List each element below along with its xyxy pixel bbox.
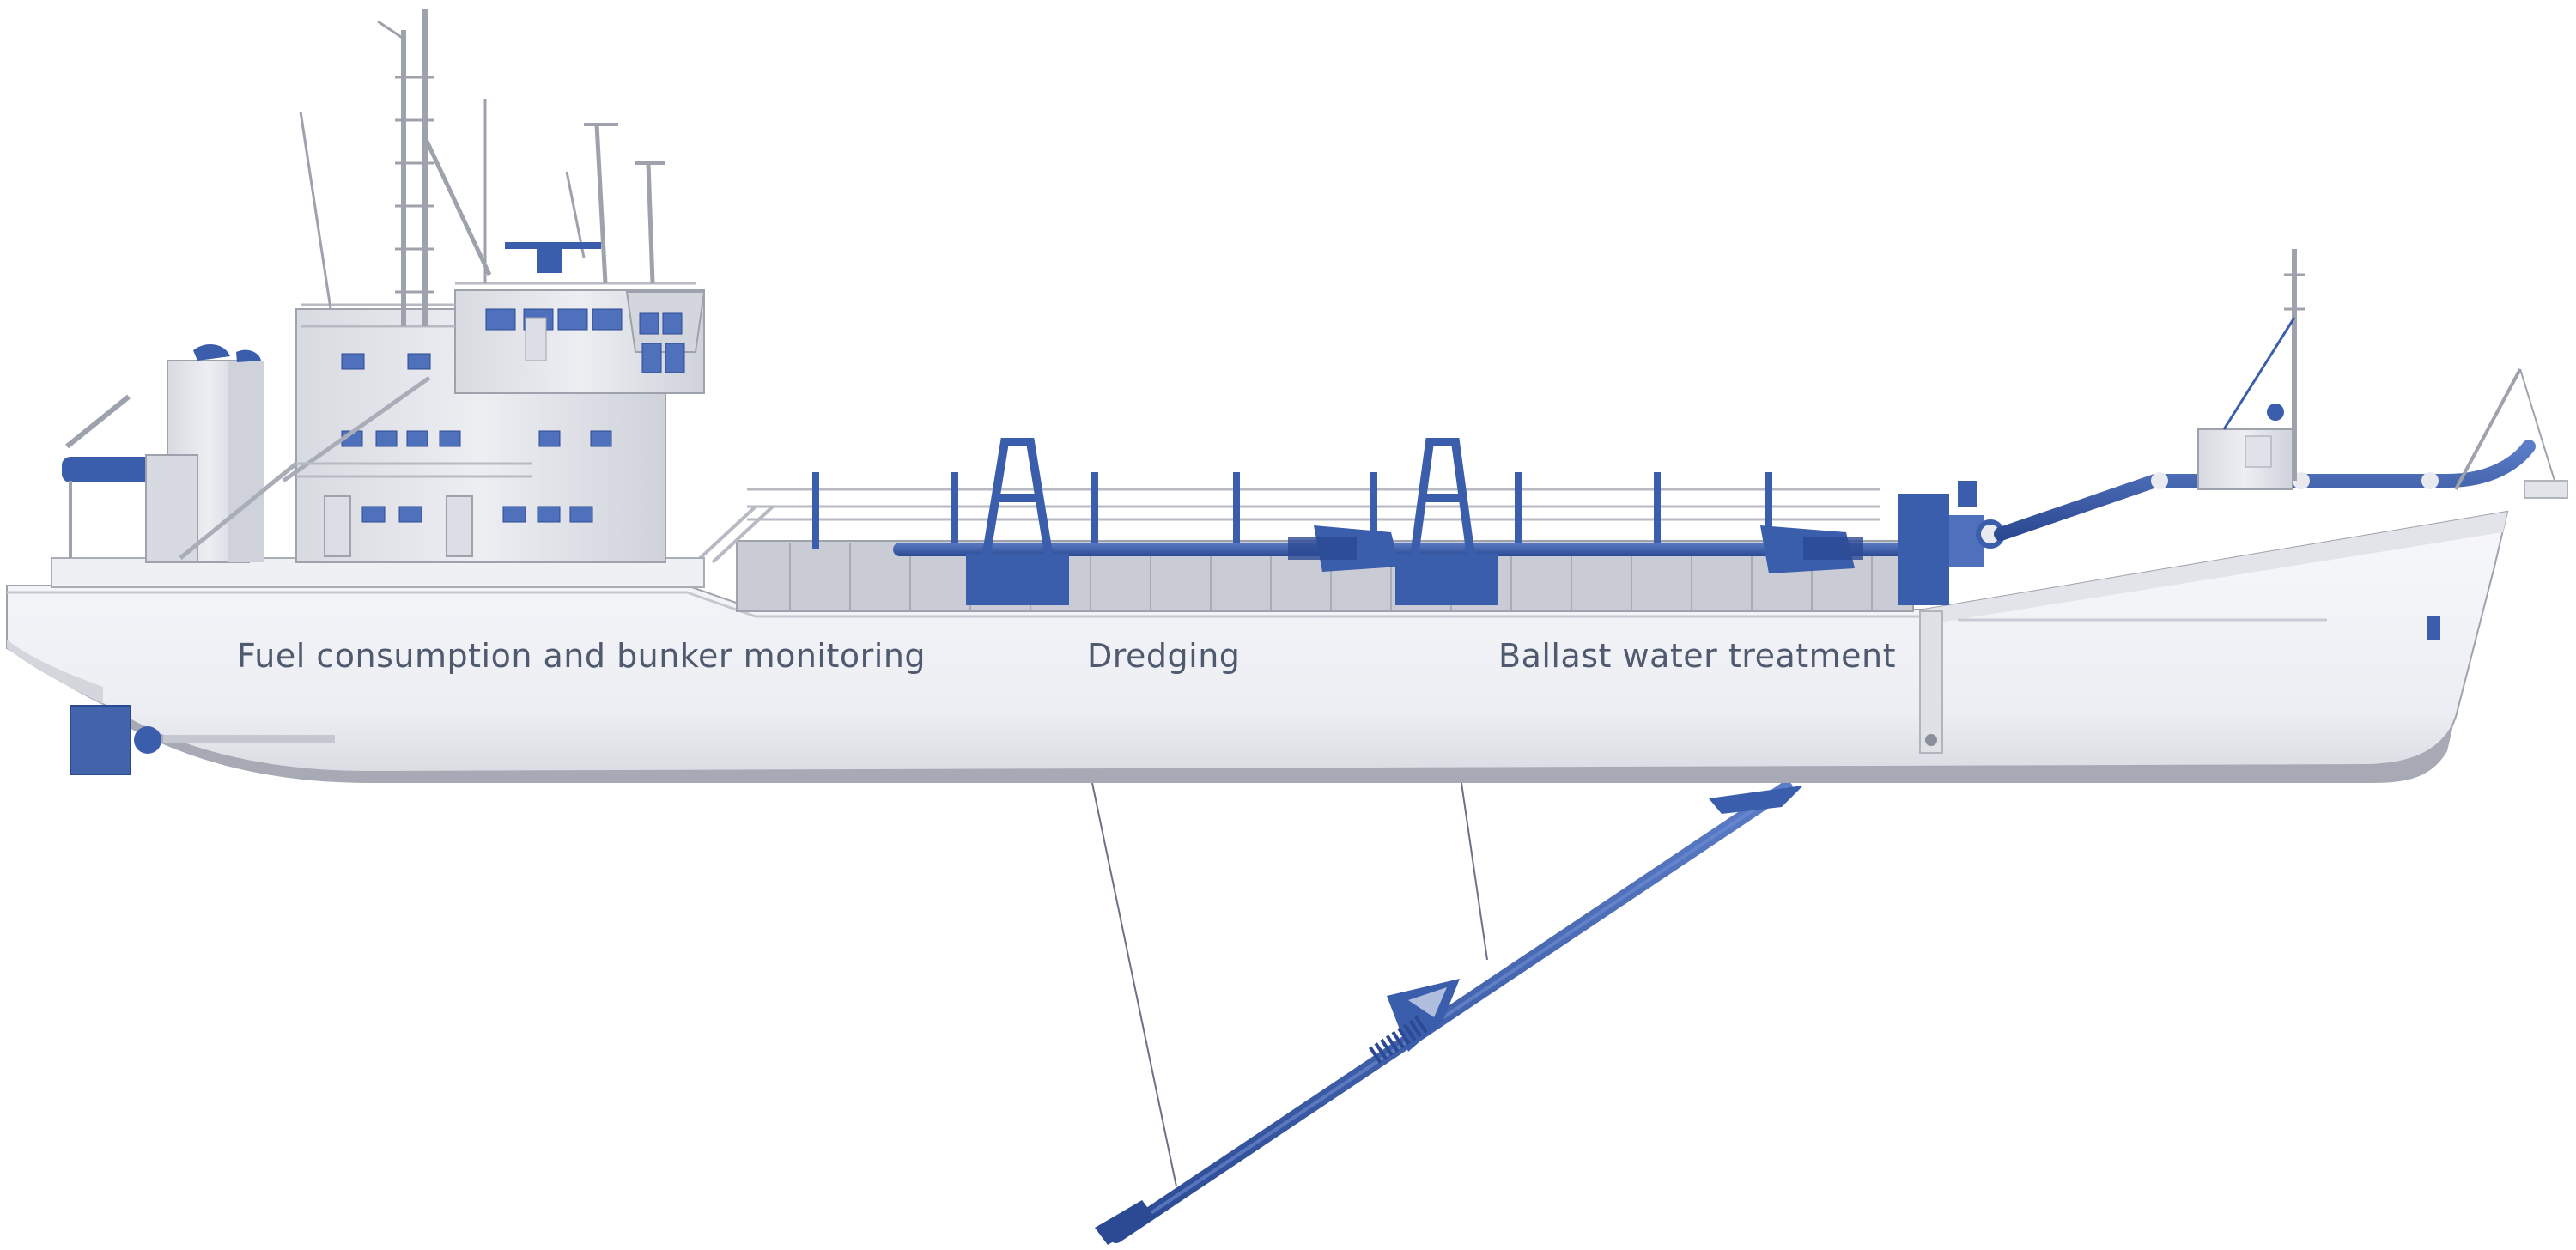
mast <box>299 9 665 326</box>
label-ballast-water: Ballast water treatment <box>1498 637 1897 675</box>
deck-pipeline <box>893 438 2536 605</box>
label-fuel-monitoring: Fuel consumption and bunker monitoring <box>237 637 927 675</box>
hull <box>6 510 2509 783</box>
forecastle <box>2197 249 2568 499</box>
draghead-icon <box>1095 1200 1155 1245</box>
gantry-aft <box>966 438 1069 605</box>
radar-icon <box>505 242 601 273</box>
label-dredging: Dredging <box>1087 637 1241 675</box>
gimbal-joint <box>1368 979 1460 1065</box>
gantry-fwd <box>1395 438 1498 605</box>
superstructure <box>51 282 706 588</box>
drag-arm <box>1091 781 1803 1245</box>
